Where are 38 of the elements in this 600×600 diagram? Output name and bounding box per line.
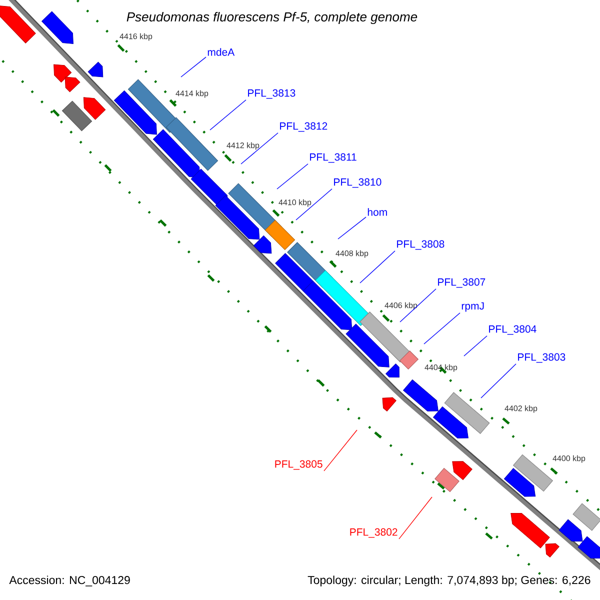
gene-label: PFL_3813	[248, 89, 296, 99]
tick-label: 4400 kbp	[552, 455, 586, 463]
leader-line	[276, 164, 308, 190]
gene-label: PFL_3812	[280, 122, 328, 132]
gene-label: PFL_3802	[350, 528, 398, 538]
leader-line	[240, 132, 278, 164]
gene-label: PFL_3805	[275, 460, 322, 470]
tick-label: 4416 kbp	[120, 33, 152, 41]
footer-text: Topology: circular; Length: 7,074,893 bp; Genes: 6,226	[308, 576, 590, 586]
tick-label: 4406 kbp	[384, 302, 418, 310]
leader-line	[180, 56, 206, 78]
leader-line	[296, 188, 332, 220]
leader-line	[398, 496, 432, 540]
leader-line	[400, 288, 436, 322]
gene-label: PFL_3803	[518, 353, 566, 363]
leader-line	[424, 312, 460, 344]
leader-line	[480, 364, 516, 398]
tick-label: 4404 kbp	[424, 364, 458, 372]
tick-label: 4410 kbp	[278, 199, 312, 207]
gene-label: mdeA	[208, 48, 235, 56]
tick-label: 4412 kbp	[226, 142, 260, 150]
tick-label: 4414 kbp	[176, 90, 208, 98]
tick-label: 4408 kbp	[336, 250, 368, 258]
gene-label: PFL_3807	[438, 278, 486, 288]
tick-label: 4402 kbp	[504, 405, 538, 413]
leader-line	[464, 336, 488, 356]
leader-line	[324, 430, 358, 472]
gene-label: hom	[368, 208, 387, 216]
leader-line	[360, 250, 396, 284]
gene-label: rpmJ	[462, 302, 484, 312]
leader-line	[338, 216, 366, 240]
gene-label: PFL_3810	[334, 178, 382, 188]
footer-text: Accession: NC_004129	[9, 576, 130, 586]
title: Pseudomonas fluorescens Pf-5, complete genome	[126, 12, 418, 24]
gene-label: PFL_3808	[397, 240, 444, 250]
gene-label: PFL_3804	[489, 325, 536, 335]
leader-line	[210, 100, 246, 130]
gene-label: PFL_3811	[310, 153, 356, 163]
